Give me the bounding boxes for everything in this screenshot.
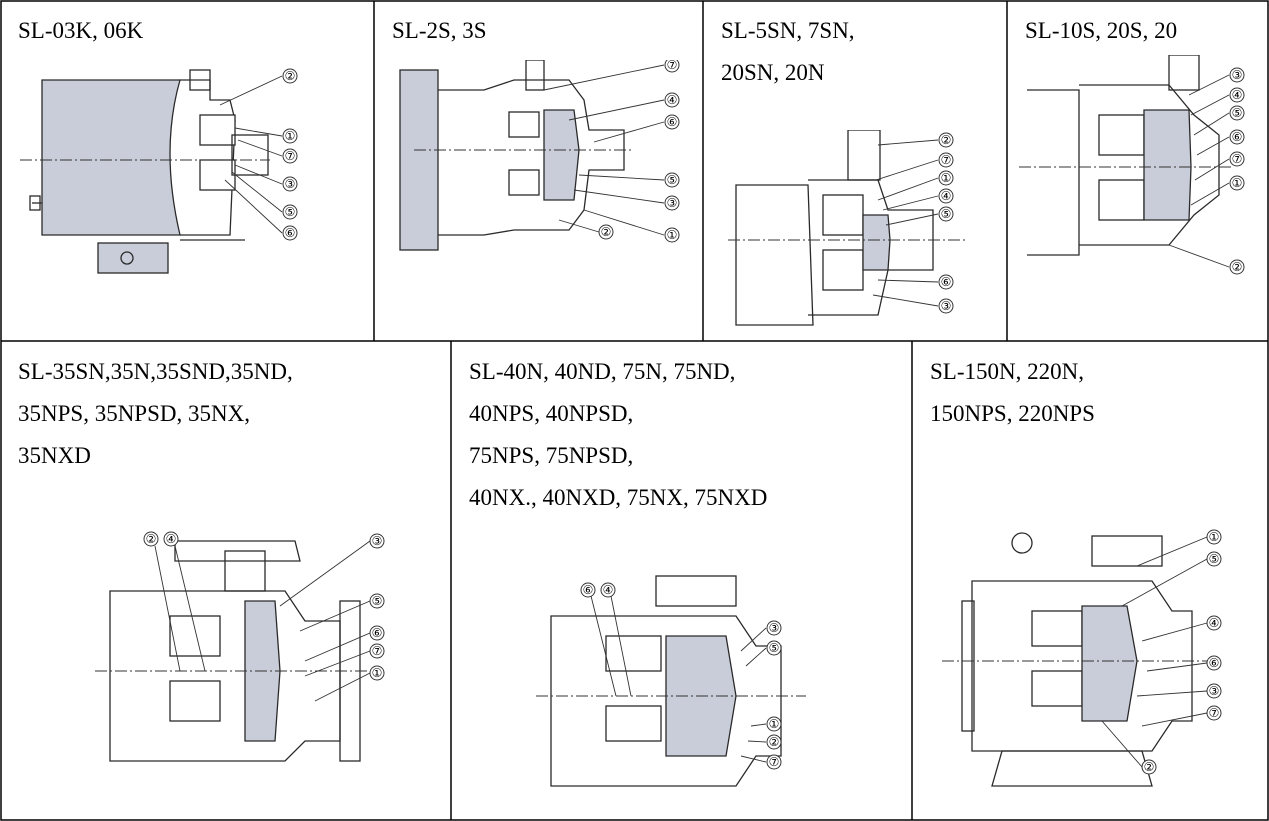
pump-diagram-sl-5sn: ② ⑦ ① ④ ⑤ ⑥ ③: [728, 130, 968, 326]
callout-label: ①: [372, 666, 383, 680]
callout-label: ④: [941, 189, 952, 203]
callout-label: ⑤: [769, 641, 780, 655]
callout-label: ②: [601, 225, 612, 239]
callout-label: ⑥: [285, 226, 296, 240]
callout-label: ⑦: [1209, 706, 1220, 720]
callout-label: ②: [941, 133, 952, 147]
callout-label: ③: [372, 534, 383, 548]
callout-label: ⑦: [941, 153, 952, 167]
callout-label: ②: [769, 735, 780, 749]
callout-label: ⑤: [941, 207, 952, 221]
callout-label: ⑥: [583, 583, 594, 597]
callout-label: ⑤: [667, 173, 678, 187]
callout-label: ①: [285, 129, 296, 143]
callout-label: ②: [1144, 760, 1155, 774]
callout-label: ③: [667, 196, 678, 210]
model-title: SL-35SN,35N,35SND,35ND, 35NPS, 35NPSD, 3…: [18, 359, 293, 468]
pump-diagram-sl-10s: ③ ④ ⑤ ⑥ ⑦ ① ②: [1019, 55, 1245, 275]
callout-label: ②: [1232, 260, 1243, 274]
model-title: SL-40N, 40ND, 75N, 75ND, 40NPS, 40NPSD, …: [469, 359, 768, 510]
callout-label: ⑤: [1232, 106, 1243, 120]
model-title: SL-10S, 20S, 20: [1025, 18, 1178, 43]
callout-label: ①: [1232, 176, 1243, 190]
callout-label: ②: [285, 69, 296, 83]
callout-label: ⑦: [285, 149, 296, 163]
cell-sl-35sn: SL-35SN,35N,35SND,35ND, 35NPS, 35NPSD, 3…: [0, 341, 451, 821]
pump-diagram-sl-40n: ⑥ ④ ③ ⑤ ① ② ⑦: [536, 575, 806, 787]
callout-label: ⑦: [667, 60, 678, 72]
model-title: SL-5SN, 7SN, 20SN, 20N: [721, 18, 855, 85]
callout-label: ⑤: [285, 205, 296, 219]
callout-label: ①: [941, 171, 952, 185]
callout-label: ④: [166, 532, 177, 546]
callouts: [282, 68, 298, 241]
callout-label: ③: [769, 621, 780, 635]
callout-label: ④: [603, 583, 614, 597]
model-title: SL-150N, 220N, 150NPS, 220NPS: [930, 359, 1095, 426]
callout-label: ④: [1232, 88, 1243, 102]
callout-label: ⑦: [372, 644, 383, 658]
callout-label: ①: [769, 717, 780, 731]
cell-sl-03k: SL-03K, 06K ② ① ⑦ ③ ⑤ ⑥: [0, 0, 374, 341]
cell-sl-40n: SL-40N, 40ND, 75N, 75ND, 40NPS, 40NPSD, …: [451, 341, 912, 821]
callout-label: ⑥: [1209, 656, 1220, 670]
callout-label: ⑥: [1232, 130, 1243, 144]
callout-label: ⑥: [372, 626, 383, 640]
model-title: SL-2S, 3S: [392, 18, 487, 43]
pump-diagram-sl-35sn: ② ④ ③ ⑤ ⑥ ⑦ ①: [95, 531, 385, 762]
callout-label: ⑤: [1209, 552, 1220, 566]
pump-diagram-sl-03k: ② ① ⑦ ③ ⑤ ⑥: [20, 68, 298, 274]
cell-sl-150n: SL-150N, 220N, 150NPS, 220NPS ① ⑤ ④ ⑥ ③ …: [912, 341, 1269, 821]
model-title: SL-03K, 06K: [18, 18, 144, 43]
callout-label: ③: [941, 299, 952, 313]
callout-label: ⑥: [941, 275, 952, 289]
callout-label: ④: [1209, 616, 1220, 630]
callout-label: ③: [285, 177, 296, 191]
callout-label: ④: [667, 93, 678, 107]
callout-label: ①: [1209, 530, 1220, 544]
callout-label: ⑤: [372, 594, 383, 608]
callout-label: ③: [1232, 68, 1243, 82]
callout-label: ①: [667, 228, 678, 242]
cell-sl-2s: SL-2S, 3S ⑦ ④ ⑥ ⑤ ③ ② ①: [374, 0, 703, 341]
pump-diagram-sl-150n: ① ⑤ ④ ⑥ ③ ⑦ ②: [942, 529, 1222, 787]
callout-label: ③: [1209, 684, 1220, 698]
callout-label: ⑦: [769, 755, 780, 769]
cell-sl-10s: SL-10S, 20S, 20 ③ ④ ⑤ ⑥ ⑦ ① ②: [1007, 0, 1269, 341]
cell-sl-5sn: SL-5SN, 7SN, 20SN, 20N ② ⑦ ① ④ ⑤ ⑥ ③: [703, 0, 1007, 341]
callout-label: ②: [146, 532, 157, 546]
callout-label: ⑦: [1232, 152, 1243, 166]
pump-diagram-sl-2s: ⑦ ④ ⑥ ⑤ ③ ② ①: [399, 60, 680, 251]
callout-label: ⑥: [667, 115, 678, 129]
